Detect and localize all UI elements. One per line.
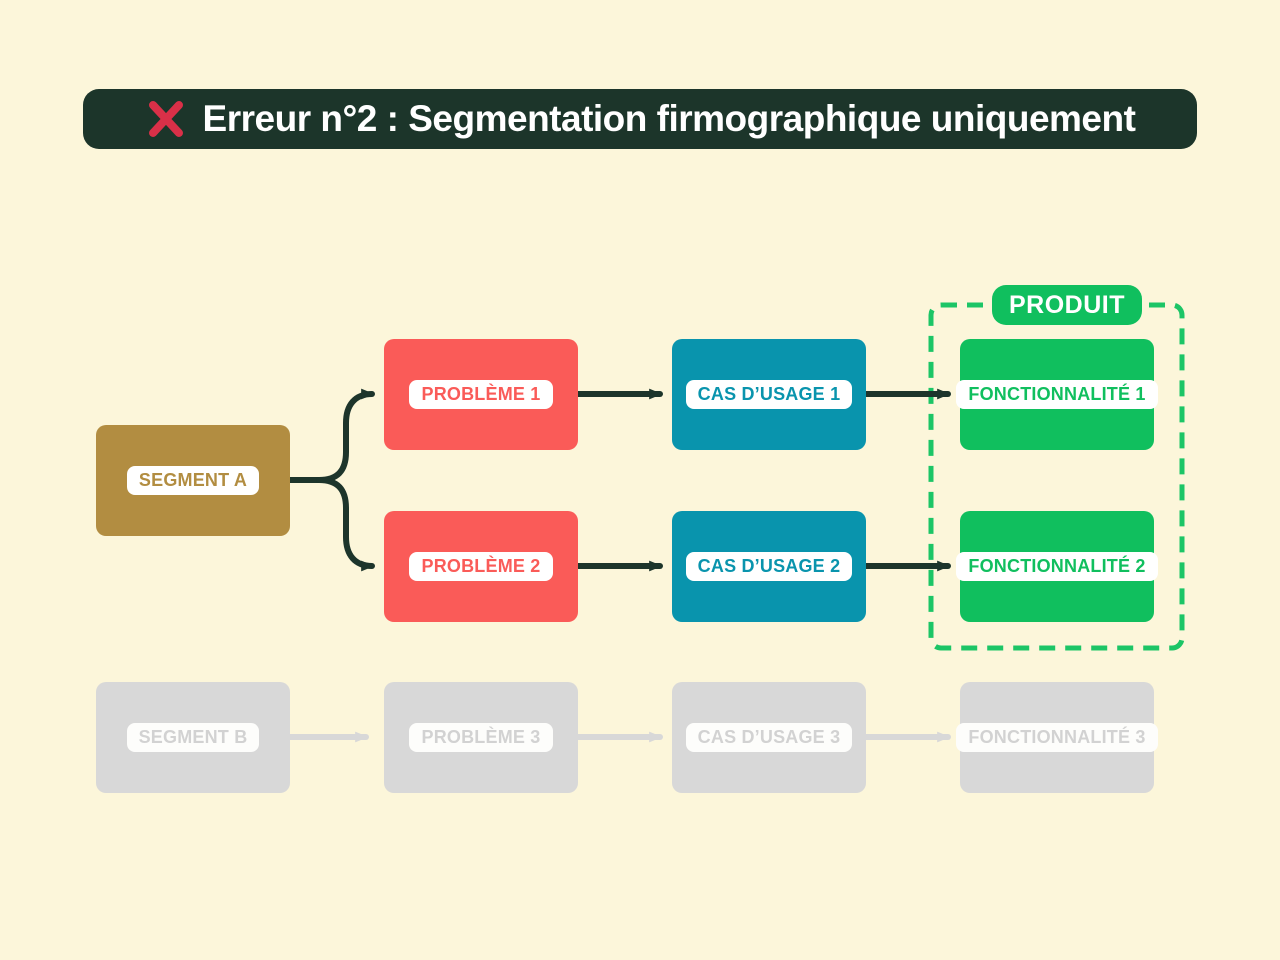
node-label: PROBLÈME 3 (409, 723, 553, 752)
node-label: SEGMENT A (126, 466, 260, 495)
node-segment-a: SEGMENT A (96, 425, 290, 536)
node-cas-usage-2: CAS D’USAGE 2 (672, 511, 866, 622)
error-title-banner: Erreur n°2 : Segmentation firmographique… (83, 89, 1197, 149)
node-label: PROBLÈME 2 (409, 552, 553, 581)
node-probleme-1: PROBLÈME 1 (384, 339, 578, 450)
node-label: CAS D’USAGE 3 (685, 723, 853, 752)
node-label: FONCTIONNALITÉ 2 (956, 552, 1158, 581)
node-label: PROBLÈME 1 (409, 380, 553, 409)
node-cas-usage-1: CAS D’USAGE 1 (672, 339, 866, 450)
node-fonctionnalite-1: FONCTIONNALITÉ 1 (956, 339, 1158, 450)
produit-tag: PRODUIT (992, 285, 1142, 325)
node-label: FONCTIONNALITÉ 1 (956, 380, 1158, 409)
node-label: FONCTIONNALITÉ 3 (956, 723, 1158, 752)
node-probleme-2: PROBLÈME 2 (384, 511, 578, 622)
link-segment-a-probleme-2 (316, 477, 375, 572)
cross-mark-icon (148, 101, 183, 137)
link-segment-a-probleme-1 (316, 388, 375, 483)
node-fonctionnalite-3: FONCTIONNALITÉ 3 (956, 682, 1158, 793)
node-segment-b: SEGMENT B (96, 682, 290, 793)
node-probleme-3: PROBLÈME 3 (384, 682, 578, 793)
page-title: Erreur n°2 : Segmentation firmographique… (202, 98, 1136, 139)
node-fonctionnalite-2: FONCTIONNALITÉ 2 (956, 511, 1158, 622)
node-label: SEGMENT B (126, 723, 260, 752)
node-label: CAS D’USAGE 1 (685, 380, 853, 409)
node-label: CAS D’USAGE 2 (685, 552, 853, 581)
node-cas-usage-3: CAS D’USAGE 3 (672, 682, 866, 793)
